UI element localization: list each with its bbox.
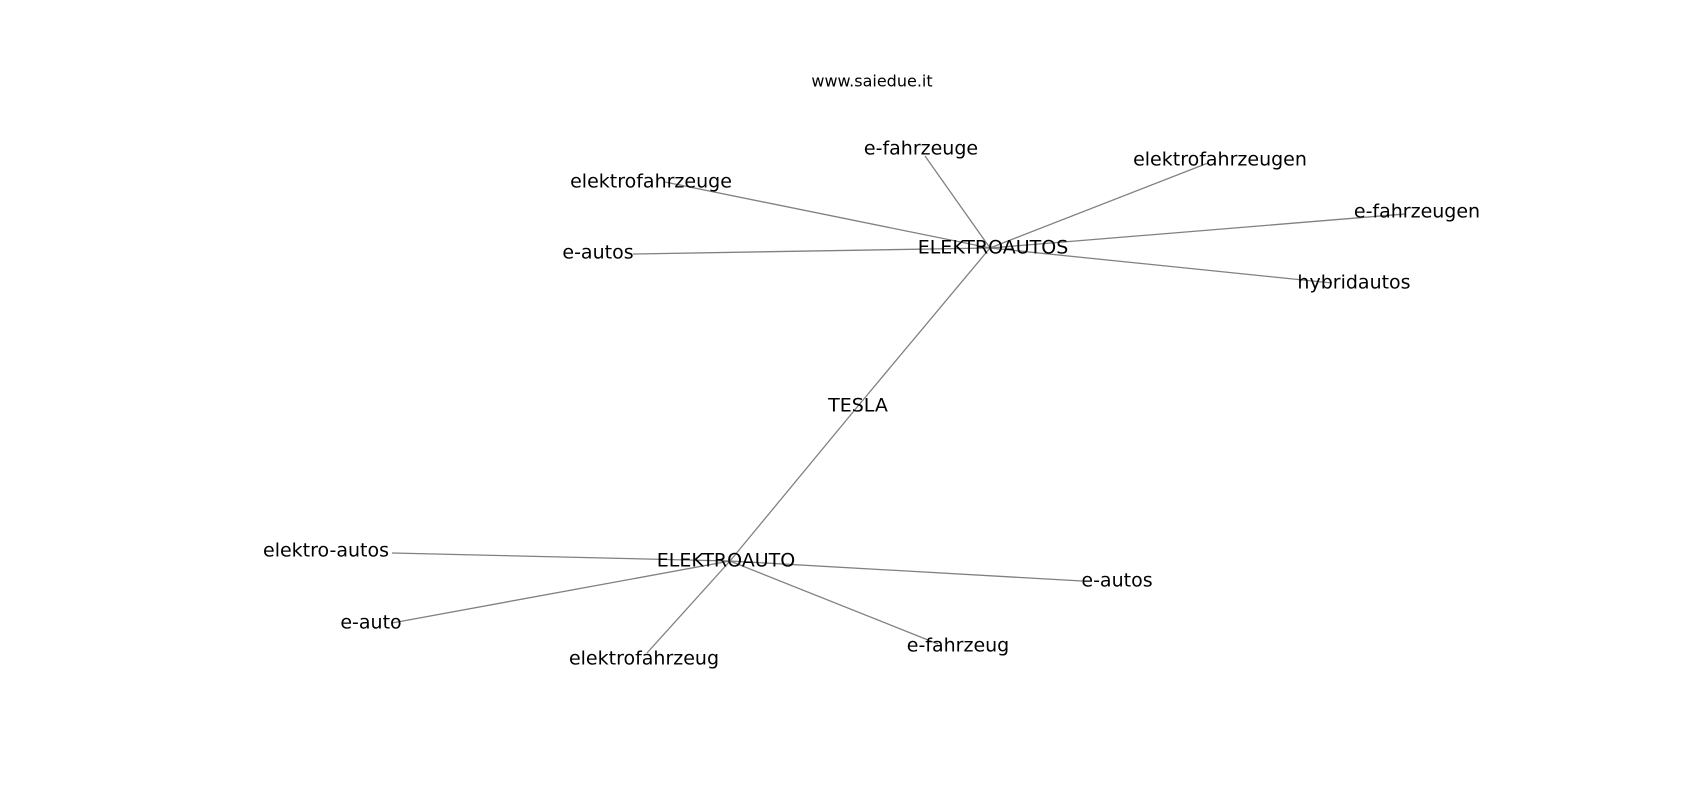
edge-elektroautos-e-fahrzeuge [924,155,991,249]
node-elektroauto: ELEKTROAUTO [657,550,795,572]
edges [391,155,1406,654]
node-elektroautos: ELEKTROAUTOS [918,237,1069,259]
node-elektro-autos: elektro-autos [263,540,389,562]
node-e-autos-1: e-autos [562,242,633,264]
node-hybridautos: hybridautos [1297,272,1410,294]
edge-tesla-elektroauto [729,405,859,562]
node-e-fahrzeug: e-fahrzeug [907,635,1010,657]
edge-elektroauto-e-auto [391,560,731,624]
node-elektrofahrzeuge: elektrofahrzeuge [570,171,732,193]
edge-elektroauto-e-autos-2 [729,560,1083,582]
edge-elektroautos-hybridautos [989,247,1333,284]
edge-elektroauto-e-fahrzeug [729,560,939,645]
watermark: www.saiedue.it [811,72,932,91]
edge-tesla-elektroautos [857,247,991,407]
node-e-fahrzeuge: e-fahrzeuge [864,138,978,160]
edge-elektroautos-elektrofahrzeuge [664,181,991,249]
node-tesla: TESLA [827,395,888,417]
edge-elektroauto-elektro-autos [391,552,731,562]
node-elektrofahrzeug: elektrofahrzeug [569,648,719,670]
node-e-fahrzeugen: e-fahrzeugen [1354,201,1480,223]
edge-elektroauto-elektrofahrzeug [646,560,731,654]
edge-elektroautos-elektrofahrzeugen [989,162,1209,249]
node-e-auto: e-auto [340,612,401,634]
edge-elektroautos-e-fahrzeugen [989,213,1406,249]
edge-elektroautos-e-autos-1 [632,247,991,255]
node-e-autos-2: e-autos [1081,570,1152,592]
node-elektrofahrzeugen: elektrofahrzeugen [1133,149,1307,171]
nodes: TESLA ELEKTROAUTOS ELEKTROAUTO e-fahrzeuge e… [263,138,1480,670]
